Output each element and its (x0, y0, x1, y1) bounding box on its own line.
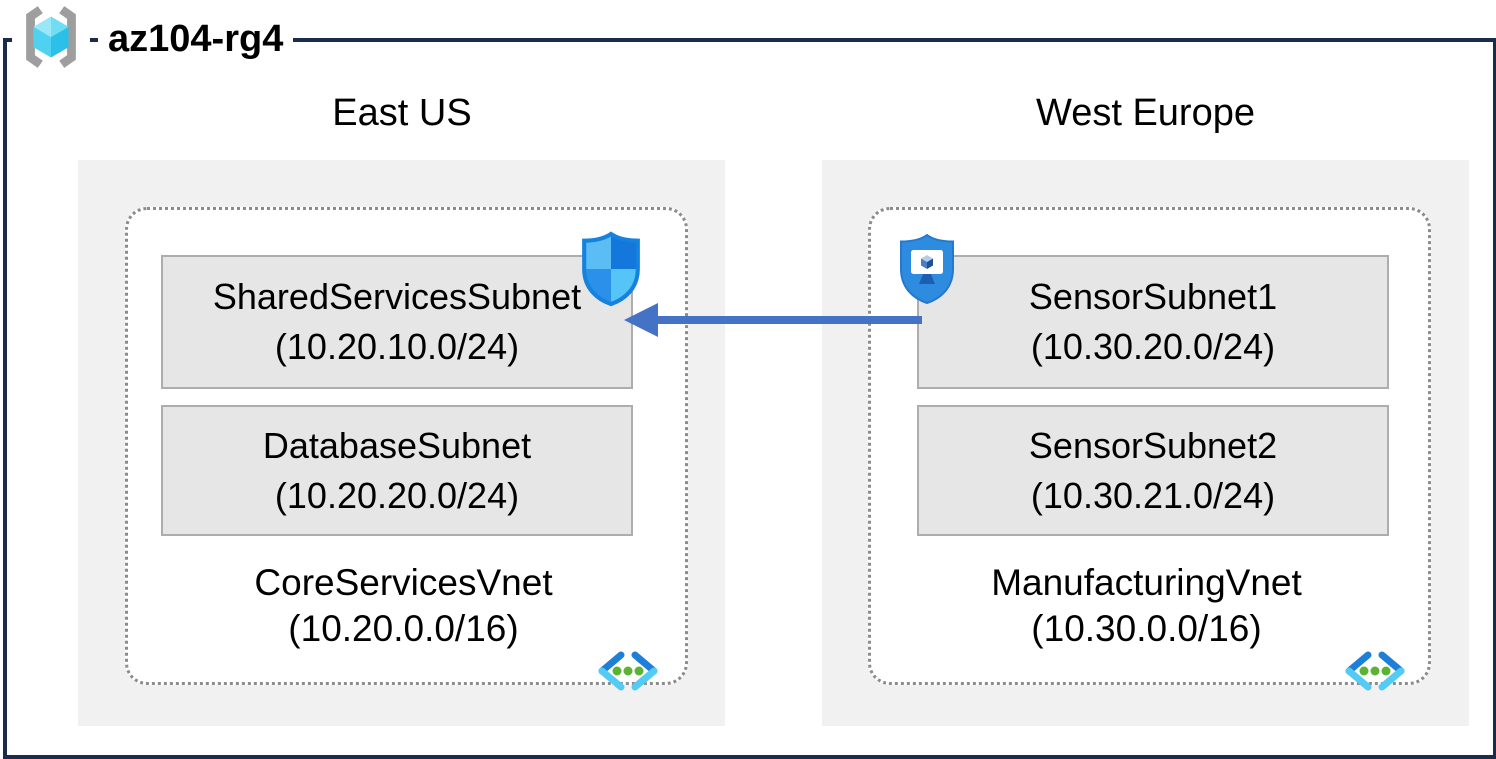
shield-with-monitor-icon (900, 233, 954, 305)
subnet-name: DatabaseSubnet (262, 424, 532, 466)
subnet-cidr: (10.20.10.0/24) (274, 326, 520, 367)
resource-group-boundary (3, 38, 1496, 759)
vnet-name: CoreServicesVnet (254, 562, 553, 603)
subnet-sensor2: SensorSubnet2 (10.30.21.0/24) (917, 405, 1389, 536)
subnet-sharedservices: SharedServicesSubnet (10.20.10.0/24) (161, 255, 633, 389)
subnet-name: SharedServicesSubnet (212, 276, 582, 317)
resource-group-title: az104-rg4 (98, 16, 294, 62)
angle-brackets-icon (598, 651, 658, 691)
vnet-label-manufacturing: ManufacturingVnet (10.30.0.0/16) (868, 560, 1425, 652)
left-arrow-icon (624, 303, 922, 337)
quadrant-shield-icon (582, 231, 640, 307)
monitor-shield-icon (897, 233, 957, 307)
virtual-network-icon (1341, 648, 1409, 694)
vnet-name: ManufacturingVnet (991, 562, 1302, 603)
vnet-cidr: (10.30.0.0/16) (1031, 608, 1262, 649)
subnet-name: SensorSubnet2 (1028, 424, 1278, 466)
region-label-west-europe: West Europe (1036, 92, 1255, 134)
angle-brackets-icon (1345, 651, 1405, 691)
resource-group-icon (12, 4, 90, 70)
vnet-label-coreservices: CoreServicesVnet (10.20.0.0/16) (125, 560, 682, 652)
subnet-cidr: (10.30.20.0/24) (1030, 326, 1276, 367)
resource-group-icon-svg (26, 6, 76, 68)
network-security-group-icon (578, 230, 644, 308)
vnet-cidr: (10.20.0.0/16) (288, 608, 519, 649)
subnet-cidr: (10.20.20.0/24) (274, 474, 520, 516)
subnet-database: DatabaseSubnet (10.20.20.0/24) (161, 405, 633, 536)
region-label-east-us: East US (332, 92, 472, 134)
virtual-network-icon (594, 648, 662, 694)
subnet-sensor1: SensorSubnet1 (10.30.20.0/24) (917, 255, 1389, 389)
subnet-name: SensorSubnet1 (1028, 276, 1278, 317)
subnet-cidr: (10.30.21.0/24) (1030, 474, 1276, 516)
peering-arrow (618, 298, 922, 342)
